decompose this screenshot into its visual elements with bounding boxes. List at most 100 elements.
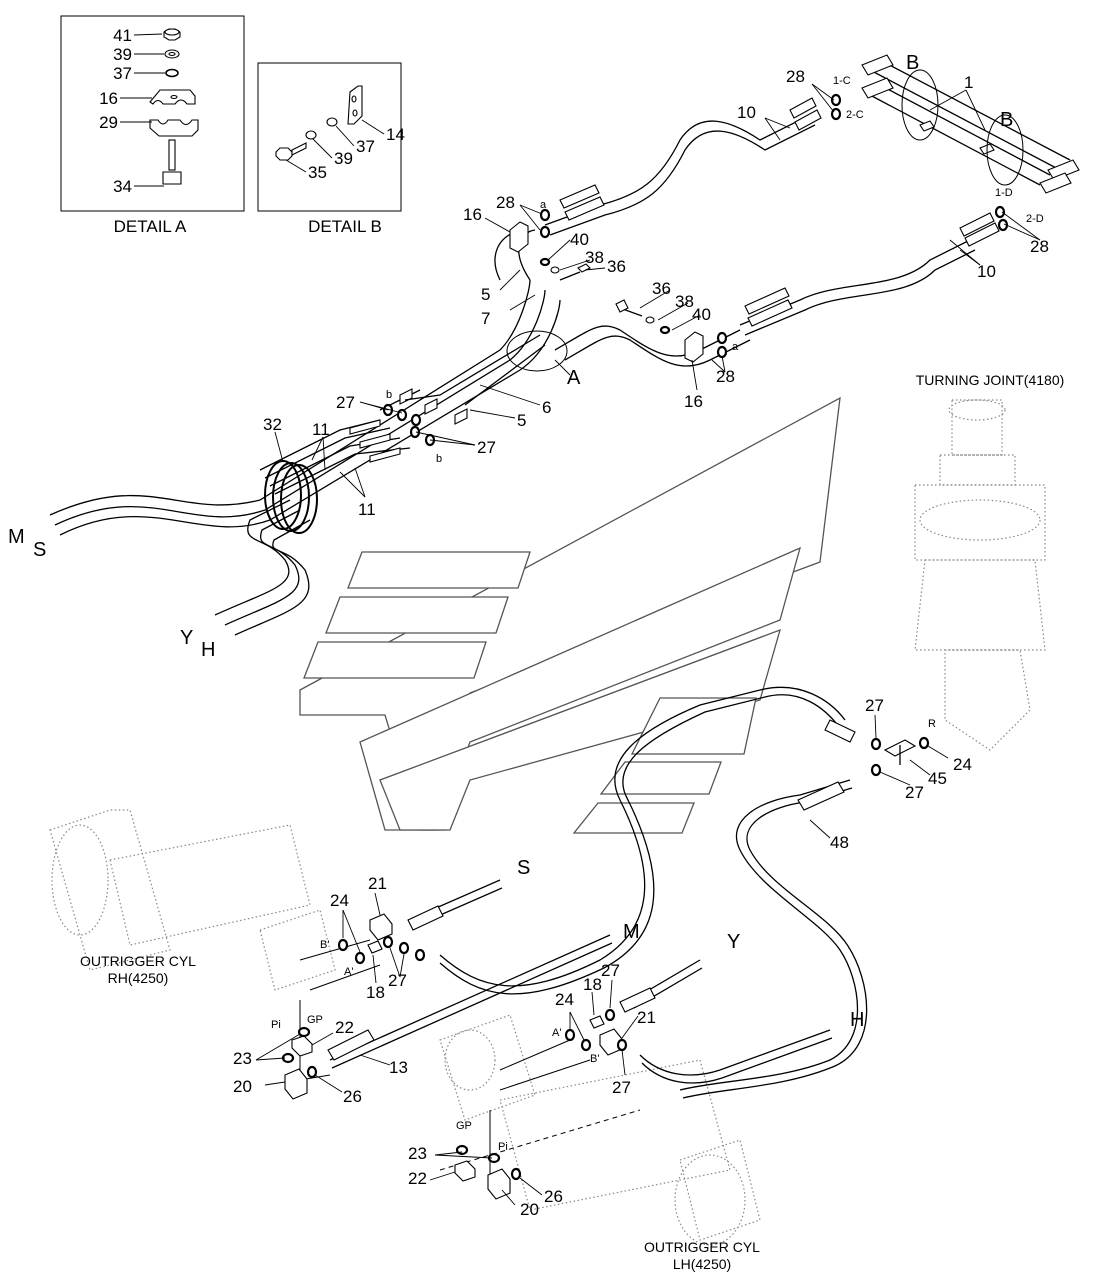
callout-16: 16 [684,392,703,411]
detail-b-box [257,62,402,212]
callout-35: 35 [308,163,327,182]
callout-gp: GP [307,1014,323,1026]
callout-b-lower: b [436,453,442,465]
callout-b: B [906,52,919,74]
callout-10: 10 [737,103,756,122]
detail-a-caption: DETAIL A [114,217,187,236]
callout-21: 21 [368,874,387,893]
outrigger-lh-label-2: LH(4250) [673,1256,731,1272]
outrigger-rh-label-1: OUTRIGGER CYL [80,953,196,969]
callout-m: M [8,526,25,548]
callout-23: 23 [408,1144,427,1163]
callout-21: 21 [637,1008,656,1027]
callout-18: 18 [366,983,385,1002]
callout-a: a [540,199,547,211]
callout-39: 39 [334,149,353,168]
callout-y-lower: Y [727,931,740,953]
callout-48: 48 [830,833,849,852]
callout-26: 26 [343,1087,362,1106]
callout-34: 34 [113,177,132,196]
outrigger-lh-outline [439,1014,761,1246]
callout-gp: GP [456,1120,472,1132]
callout-1-d: 1-D [995,187,1013,199]
callout-11: 11 [358,500,376,519]
callout-40: 40 [570,230,589,249]
callout-16: 16 [99,89,118,108]
outrigger-lh-label-1: OUTRIGGER CYL [644,1239,760,1255]
callout-h-lower: H [850,1009,864,1031]
callout-39: 39 [113,45,132,64]
callout-pi: Pi [271,1019,281,1031]
callout-b-prime: B' [320,939,329,951]
callout-a: a [732,341,739,353]
callout-6: 6 [542,398,551,417]
callout-r: R [928,718,936,730]
callout-b-lower: b [386,389,392,401]
callout-29: 29 [99,113,118,132]
callout-s: S [33,539,46,561]
callout-32: 32 [263,415,282,434]
leader-lines [255,83,1041,1206]
callout-13: 13 [389,1058,408,1077]
callout-40: 40 [692,305,711,324]
callout-11: 11 [312,420,330,439]
callout-18: 18 [583,975,602,994]
callout-28: 28 [786,67,805,86]
callout-20: 20 [233,1077,252,1096]
callout-7: 7 [481,309,490,328]
callout-27: 27 [388,971,407,990]
callout-y: Y [180,627,193,649]
callouts: 1 28 1-C 2-C B B 10 28 a 16 40 38 36 5 7… [8,52,1049,1219]
detail-b-caption: DETAIL B [308,217,382,236]
detail-a-box [60,15,245,212]
callout-22: 22 [408,1169,427,1188]
callout-a-prime: A' [344,966,353,978]
callout-1-c: 1-C [833,75,851,87]
callout-s-lower: S [517,857,530,879]
callout-b-prime: B' [590,1053,599,1065]
callout-2-d: 2-D [1026,213,1044,225]
callout-1: 1 [964,73,973,92]
callout-23: 23 [233,1049,252,1068]
callout-24: 24 [555,990,574,1009]
callout-2-c: 2-C [846,109,864,121]
callout-28: 28 [1030,237,1049,256]
callout-36: 36 [652,279,671,298]
callout-27: 27 [612,1078,631,1097]
outrigger-rh-outline [49,809,336,991]
callout-28: 28 [496,193,515,212]
callout-41: 41 [113,26,132,45]
callout-10: 10 [977,262,996,281]
turning-joint-outline [914,399,1046,751]
callout-28: 28 [716,367,735,386]
callout-20: 20 [520,1200,539,1219]
callout-38: 38 [675,292,694,311]
callout-37: 37 [356,137,375,156]
callout-a-prime: A' [552,1027,561,1039]
callout-5: 5 [481,285,490,304]
callout-b: B [1000,109,1013,131]
callout-27: 27 [336,393,355,412]
callout-5: 5 [517,411,526,430]
callout-27: 27 [477,438,496,457]
callout-a-upper: A [567,367,581,389]
callout-24: 24 [953,755,972,774]
callout-27: 27 [865,696,884,715]
callout-27: 27 [601,961,620,980]
callout-h: H [201,639,215,661]
callout-pi: Pi [498,1141,508,1153]
callout-45: 45 [928,769,947,788]
logo-watermark [299,396,841,834]
callout-36: 36 [607,257,626,276]
callout-27: 27 [905,783,924,802]
callout-38: 38 [585,248,604,267]
lower-pipe-runs [281,686,930,1200]
callout-16: 16 [463,205,482,224]
callout-24: 24 [330,891,349,910]
callout-m-lower: M [623,921,640,943]
turning-joint-label: TURNING JOINT(4180) [916,372,1065,388]
callout-37: 37 [113,64,132,83]
outrigger-rh-label-2: RH(4250) [108,970,169,986]
upper-pipe-bundle [49,54,1080,636]
